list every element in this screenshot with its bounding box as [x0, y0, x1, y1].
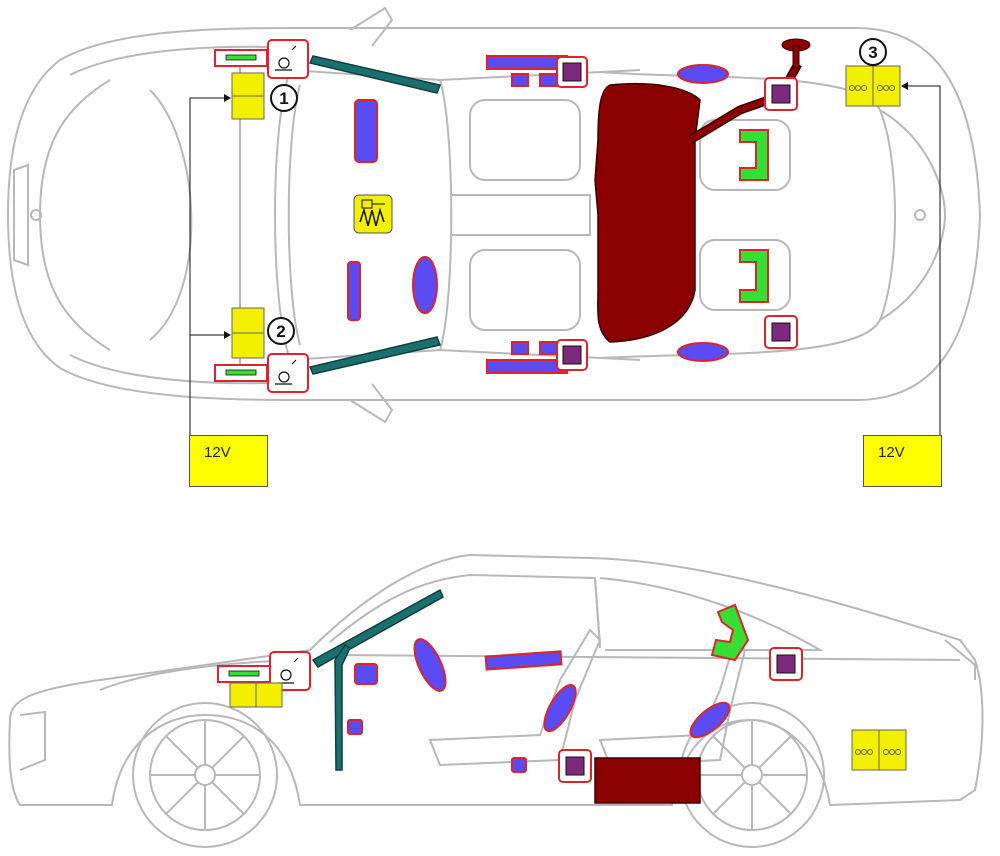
top-view-car — [6, 6, 982, 424]
battery-wiring — [189, 85, 941, 435]
airbag-icon — [347, 638, 731, 773]
belt-tensioner-icon — [710, 603, 750, 662]
callout-2: 2 — [276, 322, 285, 341]
callout-3: 3 — [868, 43, 877, 62]
control-unit-icon — [353, 194, 393, 234]
callout-1: 1 — [279, 89, 288, 108]
callout-markers: 1 2 3 — [267, 38, 887, 345]
hood-hinge-icon — [214, 39, 309, 393]
fuel-tank-icon — [594, 757, 701, 804]
control-unit-icon — [558, 647, 803, 783]
control-unit-icon — [556, 56, 798, 371]
rollover-bar-icon — [311, 588, 444, 771]
belt-tensioner-icon — [739, 129, 769, 303]
wiring-arrows — [224, 82, 908, 339]
hood-hinge-icon — [217, 651, 311, 691]
wheel-rear — [679, 702, 825, 848]
battery-icon — [231, 65, 901, 359]
side-view-car — [8, 553, 984, 807]
voltage-label-left: 12V — [189, 435, 268, 487]
voltage-label-right: 12V — [863, 435, 942, 487]
wheel-front — [132, 702, 278, 848]
battery-icon — [229, 682, 907, 771]
rollover-bar-icon — [308, 55, 442, 375]
